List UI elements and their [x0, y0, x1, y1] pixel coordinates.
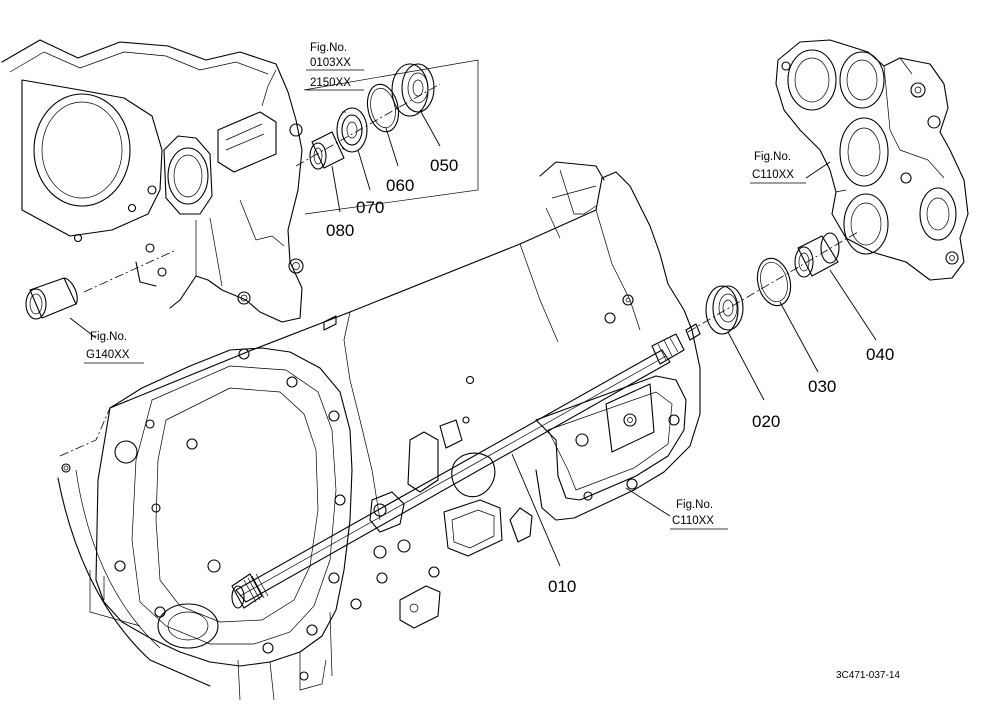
part-080-bushing [309, 131, 345, 170]
svg-text:Fig.No.: Fig.No. [754, 151, 791, 163]
label-part-040: 040 [866, 345, 894, 364]
part-050-bearing [391, 63, 435, 117]
svg-text:Fig.No.: Fig.No. [310, 42, 347, 54]
part-040-bushing [794, 232, 840, 278]
label-part-010: 010 [548, 577, 576, 596]
label-part-050: 050 [430, 156, 458, 175]
svg-text:C110XX: C110XX [752, 169, 794, 181]
rear-cover-drawing [775, 39, 969, 281]
label-part-070: 070 [356, 198, 384, 217]
svg-text:C110XX: C110XX [672, 515, 714, 527]
part-060-snap-ring [366, 83, 400, 133]
drawing-number: 3C471-037-14 [836, 670, 900, 681]
leader-lines [69, 109, 877, 567]
transmission-case-drawing [57, 161, 701, 701]
label-part-030: 030 [808, 377, 836, 396]
front-housing-drawing [1, 39, 304, 323]
left-sleeve-drawing [25, 249, 177, 320]
svg-text:Fig.No.: Fig.No. [676, 499, 713, 511]
figure-ref-top-left: Fig.No. 0103XX 2150XX [306, 42, 364, 91]
svg-text:0103XX: 0103XX [310, 57, 351, 69]
part-070-bearing [336, 107, 368, 153]
svg-text:2150XX: 2150XX [310, 77, 351, 89]
figure-ref-left: Fig.No. G140XX [84, 331, 144, 364]
svg-text:Fig.No.: Fig.No. [90, 331, 127, 343]
figure-ref-center-right: Fig.No. C110XX [670, 499, 728, 530]
part-030-snap-ring [756, 257, 792, 307]
label-part-080: 080 [326, 221, 354, 240]
svg-text:G140XX: G140XX [86, 349, 130, 361]
label-part-020: 020 [752, 412, 780, 431]
label-part-060: 060 [386, 176, 414, 195]
figure-ref-top-right: Fig.No. C110XX [750, 151, 806, 184]
part-020-bearing [705, 285, 744, 335]
